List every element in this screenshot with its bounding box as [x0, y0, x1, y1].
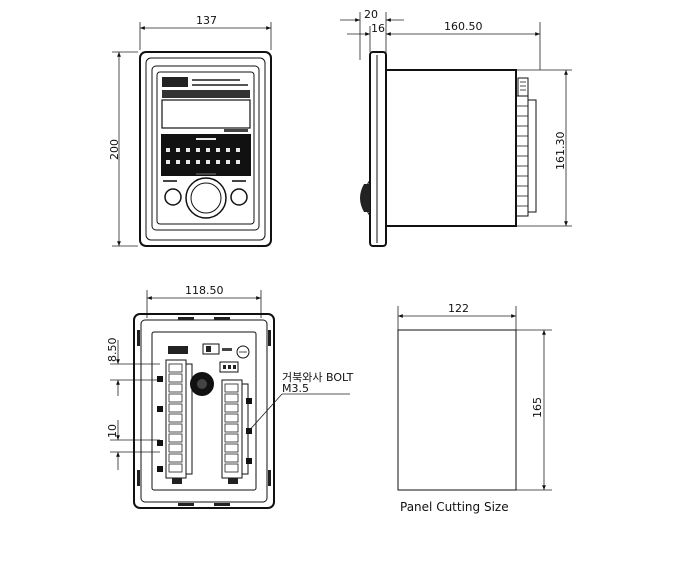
bolt-label-line2: M3.5 [282, 382, 309, 395]
cutout-height-dim: 165 [531, 397, 544, 418]
front-view: 137 200 [108, 14, 272, 247]
side-height-dim: 161.30 [554, 132, 567, 171]
fuse-icon [236, 345, 250, 359]
cutout-caption: Panel Cutting Size [400, 500, 509, 514]
lcd-display [161, 99, 251, 129]
right-button-icon [230, 188, 248, 206]
panel-cutout: 122 165 Panel Cutting Size [397, 302, 552, 514]
front-height-dim: 200 [108, 139, 121, 160]
rear-width-dim: 118.50 [185, 284, 224, 297]
front-bezel [139, 51, 272, 247]
side-body [385, 69, 517, 227]
rotary-knob-icon [185, 177, 227, 219]
small-connector-icon [219, 361, 239, 373]
rear-logo-icon [168, 346, 188, 354]
rear-view: 118.50 8.50 10 [106, 284, 354, 509]
pitch-dim: 10 [106, 424, 119, 438]
front-width-dim: 137 [196, 14, 217, 27]
key-panel [161, 134, 251, 176]
bezel-dim: 16 [371, 22, 385, 35]
logo-icon [162, 77, 188, 87]
cutout-rectangle [397, 329, 517, 491]
bolt-label-line1: 거북와사 BOLT [282, 371, 354, 384]
dip-switch-icon [202, 343, 220, 355]
top-offset-dim: 8.50 [106, 338, 119, 363]
side-bezel [369, 51, 387, 247]
cutout-width-dim: 122 [448, 302, 469, 315]
side-view: 20 16 160.50 161.30 [340, 8, 572, 247]
left-button-icon [164, 188, 182, 206]
flange-dim: 20 [364, 8, 378, 21]
rear-frame [133, 313, 275, 509]
depth-dim: 160.50 [444, 20, 483, 33]
